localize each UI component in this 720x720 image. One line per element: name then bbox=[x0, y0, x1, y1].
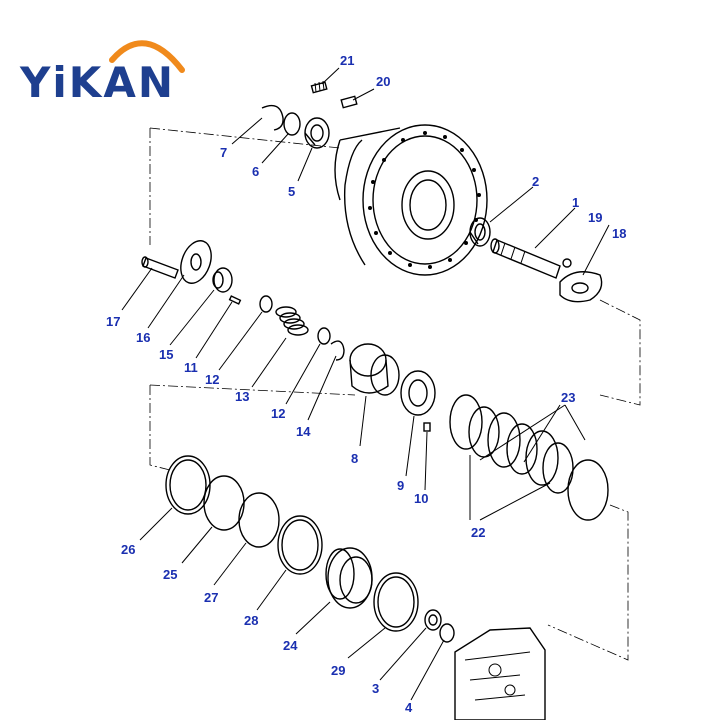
callout-21: 21 bbox=[340, 53, 354, 68]
snap-ring bbox=[261, 104, 284, 131]
separator-plate-26 bbox=[165, 455, 211, 515]
callout-14: 14 bbox=[296, 424, 311, 439]
callout-24: 24 bbox=[283, 638, 298, 653]
callout-5: 5 bbox=[288, 184, 295, 199]
callout-11: 11 bbox=[184, 360, 198, 375]
callout-25: 25 bbox=[163, 567, 177, 582]
clutch-disc-pack bbox=[449, 394, 609, 521]
callout-labels: 1 2 3 4 5 6 7 8 9 10 11 12 12 13 14 15 1… bbox=[106, 53, 626, 715]
dowel-pin bbox=[340, 95, 358, 109]
retaining-ring bbox=[330, 340, 345, 361]
logo-arc bbox=[109, 40, 185, 73]
callout-28: 28 bbox=[244, 613, 258, 628]
brake-piston bbox=[325, 547, 373, 609]
hub-bolt-holes bbox=[368, 131, 481, 269]
o-ring-25 bbox=[203, 475, 245, 531]
callout-15: 15 bbox=[159, 347, 173, 362]
callout-10: 10 bbox=[414, 491, 428, 506]
callout-2: 2 bbox=[532, 174, 539, 189]
plate-28 bbox=[277, 515, 323, 575]
callout-16: 16 bbox=[136, 330, 150, 345]
callout-26: 26 bbox=[121, 542, 135, 557]
callout-8: 8 bbox=[351, 451, 358, 466]
callout-12b: 12 bbox=[271, 406, 285, 421]
retainer-right bbox=[317, 327, 331, 345]
motor-housing bbox=[454, 627, 546, 720]
spacer-plate-29 bbox=[373, 572, 419, 632]
callout-23: 23 bbox=[561, 390, 575, 405]
callout-17: 17 bbox=[106, 314, 120, 329]
callout-19: 19 bbox=[588, 210, 602, 225]
o-ring-27 bbox=[238, 492, 280, 548]
callout-18: 18 bbox=[612, 226, 626, 241]
seal-ring-4 bbox=[439, 623, 455, 643]
spring bbox=[275, 306, 309, 336]
spring-pin bbox=[310, 80, 328, 94]
bushing bbox=[212, 267, 233, 293]
callout-6: 6 bbox=[252, 164, 259, 179]
callout-29: 29 bbox=[331, 663, 345, 678]
callout-7: 7 bbox=[220, 145, 227, 160]
callout-12a: 12 bbox=[205, 372, 219, 387]
steel-ball bbox=[562, 258, 572, 268]
key bbox=[423, 422, 431, 432]
bearing-small bbox=[304, 117, 330, 149]
retainer-left bbox=[259, 295, 273, 313]
callout-9: 9 bbox=[397, 478, 404, 493]
assembly-guide-lines bbox=[149, 127, 641, 661]
drive-shaft bbox=[490, 238, 561, 279]
callout-13: 13 bbox=[235, 389, 249, 404]
callout-27: 27 bbox=[204, 590, 218, 605]
callout-3: 3 bbox=[372, 681, 379, 696]
callout-22: 22 bbox=[471, 525, 485, 540]
bearing-3 bbox=[424, 609, 442, 631]
carrier-plate bbox=[180, 240, 212, 284]
sun-gear bbox=[400, 370, 436, 416]
callout-1: 1 bbox=[572, 195, 579, 210]
planet-carrier bbox=[349, 343, 400, 396]
callout-20: 20 bbox=[376, 74, 390, 89]
callout-4: 4 bbox=[405, 700, 413, 715]
thrust-washer bbox=[283, 112, 301, 136]
brand-logo: YiKAN bbox=[20, 58, 176, 107]
planet-shaft bbox=[141, 256, 179, 279]
coupling-ring bbox=[559, 271, 603, 303]
hub-housing bbox=[334, 124, 488, 276]
bearing-large bbox=[469, 217, 491, 247]
leader-lines bbox=[121, 67, 610, 701]
small-pin bbox=[228, 295, 242, 305]
